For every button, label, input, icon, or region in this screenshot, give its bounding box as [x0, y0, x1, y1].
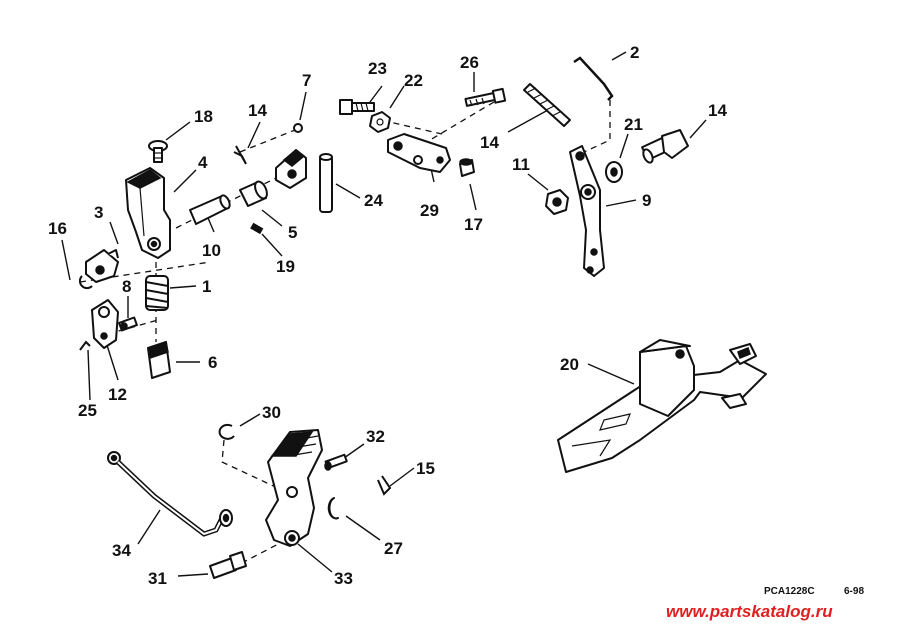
pin-19 [250, 222, 264, 235]
callout-21: 21 [624, 115, 643, 134]
link-2 [573, 56, 614, 101]
ring-30 [218, 423, 235, 440]
callout-3: 3 [94, 203, 103, 222]
callout-29: 29 [420, 201, 439, 220]
clip-27 [327, 497, 339, 520]
bushing-17 [459, 158, 475, 177]
cap-6 [147, 341, 171, 379]
callout-15: 15 [416, 459, 435, 478]
callout-20: 20 [560, 355, 579, 374]
screw-8 [118, 316, 138, 332]
screw-18 [148, 140, 168, 163]
callout-25: 25 [78, 401, 97, 420]
spring-1 [145, 275, 169, 311]
shift-handle-33 [265, 429, 323, 547]
leader-lines [61, 51, 707, 577]
callout-27: 27 [384, 539, 403, 558]
assembly-lines [79, 100, 611, 567]
pin-10 [189, 194, 231, 225]
callout-10: 10 [202, 241, 221, 260]
callout-12: 12 [108, 385, 127, 404]
callout-16: 16 [48, 219, 67, 238]
bushing-5 [239, 180, 268, 207]
reference-code: PCA1228C [764, 586, 815, 597]
pin-31 [209, 551, 247, 579]
callout-labels: 1 2 3 4 5 6 7 8 9 10 11 12 14 14 14 15 1… [48, 43, 727, 588]
clip-16 [78, 275, 93, 290]
callout-11: 11 [512, 155, 530, 174]
washer-21 [605, 161, 623, 183]
callout-1: 1 [202, 277, 211, 296]
cotter-15 [377, 475, 392, 496]
callout-5: 5 [288, 223, 297, 242]
bracket-29 [387, 133, 451, 173]
shift-lever-20 [557, 339, 767, 473]
callout-14-cotter: 14 [248, 101, 267, 120]
lever-housing-4 [125, 167, 171, 259]
block-7 [275, 149, 307, 189]
callout-18: 18 [194, 107, 213, 126]
callout-2: 2 [630, 43, 639, 62]
nut-11 [545, 189, 569, 215]
callout-8: 8 [122, 277, 131, 296]
callout-26: 26 [460, 53, 479, 72]
cotter-25 [79, 340, 91, 351]
lever-9 [569, 145, 605, 277]
callout-17: 17 [464, 215, 483, 234]
callout-6: 6 [208, 353, 217, 372]
watermark: www.partskatalog.ru [666, 602, 833, 621]
pin-32 [324, 453, 348, 471]
callout-33: 33 [334, 569, 353, 588]
bracket-3 [85, 249, 119, 283]
link-12 [91, 299, 119, 349]
callout-19: 19 [276, 257, 295, 276]
callout-32: 32 [366, 427, 385, 446]
screw-26 [464, 87, 507, 107]
callout-7: 7 [302, 71, 311, 90]
bolt-23 [339, 99, 375, 115]
callout-30: 30 [262, 403, 281, 422]
callout-22: 22 [404, 71, 423, 90]
callout-9: 9 [642, 191, 651, 210]
callout-24: 24 [364, 191, 383, 210]
cotter-14a [233, 145, 247, 165]
callout-14-bolt: 14 [708, 101, 727, 120]
callout-31: 31 [148, 569, 167, 588]
revision-date: 6-98 [844, 586, 864, 597]
screw-7 [293, 123, 303, 133]
nut-22 [369, 111, 391, 133]
callout-23: 23 [368, 59, 387, 78]
bolt-14 [641, 129, 689, 164]
link-rod-34 [107, 451, 233, 537]
callout-34: 34 [112, 541, 131, 560]
rod-24 [319, 153, 333, 213]
cable-14 [523, 83, 571, 127]
callout-4: 4 [198, 153, 208, 172]
callout-14-cable: 14 [480, 133, 499, 152]
